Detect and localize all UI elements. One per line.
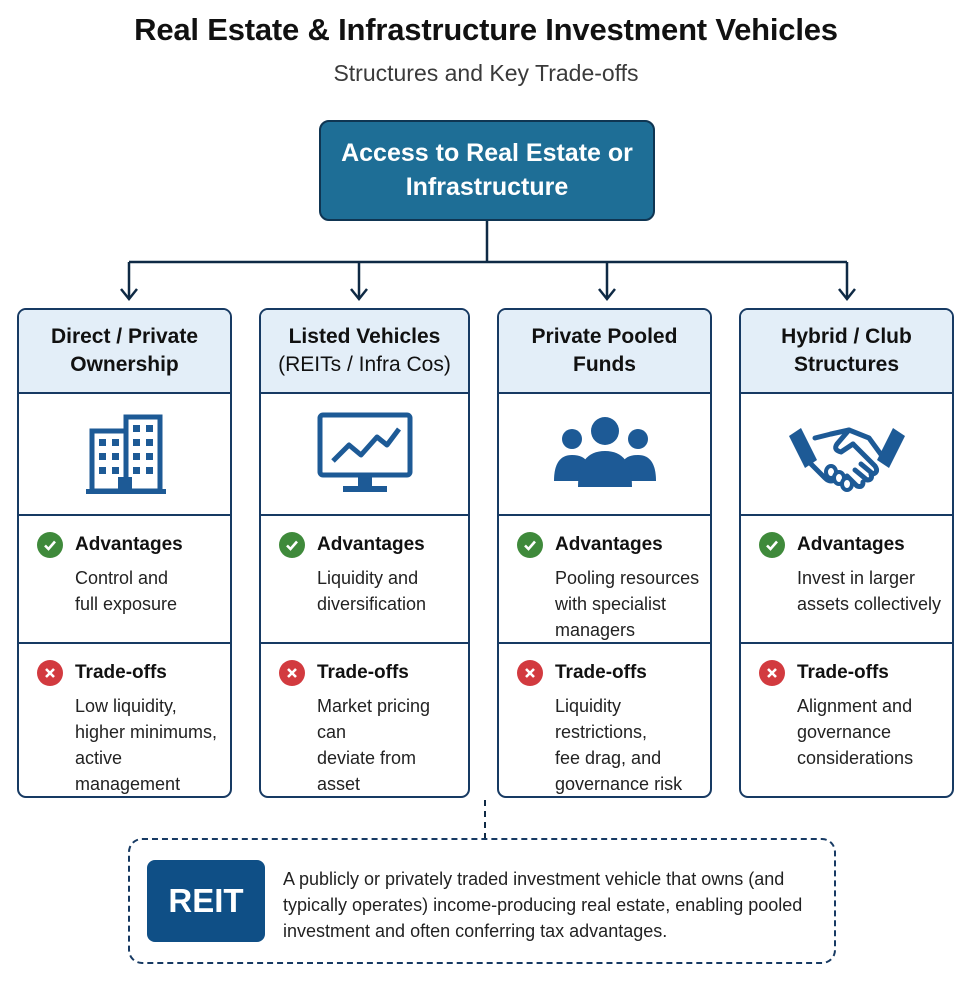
advantages-section: Advantages Control and full exposure [19, 516, 230, 644]
card-icon-zone [19, 394, 230, 516]
card-heading-text: Private Pooled Funds [531, 324, 678, 376]
advantages-text: Invest in larger assets collectively [797, 568, 942, 614]
advantages-text: Liquidity and diversification [317, 568, 427, 614]
definition-term: REIT [147, 860, 265, 942]
card-private-pooled-funds: Private Pooled Funds Advantages Pooling … [497, 308, 712, 798]
card-heading: Hybrid / Club Structures [741, 310, 952, 394]
cross-icon [517, 660, 543, 686]
cross-icon [37, 660, 63, 686]
definition-text: A publicly or privately traded investmen… [283, 869, 803, 941]
check-icon [37, 532, 63, 558]
stock-chart-monitor-icon [317, 412, 412, 492]
tradeoffs-label: Trade-offs [555, 662, 647, 683]
advantages-text: Control and full exposure [75, 568, 178, 614]
tradeoffs-text: Market pricing can deviate from asset va… [317, 696, 431, 794]
tradeoffs-text: Liquidity restrictions, fee drag, and go… [555, 696, 683, 794]
cross-icon [759, 660, 785, 686]
tradeoffs-text: Low liquidity, higher minimums, active m… [75, 696, 218, 794]
people-group-icon [553, 417, 656, 487]
check-icon [517, 532, 543, 558]
tradeoffs-label: Trade-offs [797, 662, 889, 683]
card-heading-text: Listed Vehicles [288, 324, 441, 348]
check-icon [759, 532, 785, 558]
tradeoffs-section: Trade-offs Liquidity restrictions, fee d… [499, 644, 710, 796]
advantages-section: Advantages Liquidity and diversification [261, 516, 468, 644]
advantages-section: Advantages Pooling resources with specia… [499, 516, 710, 644]
card-direct-ownership: Direct / Private Ownership [17, 308, 232, 798]
tradeoffs-section: Trade-offs Alignment and governance cons… [741, 644, 952, 771]
card-icon-zone [499, 394, 710, 516]
advantages-section: Advantages Invest in larger assets colle… [741, 516, 952, 644]
tradeoffs-label: Trade-offs [75, 662, 167, 683]
definition-box [128, 838, 836, 964]
card-hybrid-club: Hybrid / Club Structures [739, 308, 954, 798]
tradeoffs-section: Trade-offs Market pricing can deviate fr… [261, 644, 468, 796]
card-heading-text: Direct / Private Ownership [50, 324, 199, 376]
tradeoffs-label: Trade-offs [317, 662, 409, 683]
tradeoffs-section: Trade-offs Low liquidity, higher minimum… [19, 644, 230, 796]
card-heading-subtext: (REITs / Infra Cos) [278, 353, 451, 376]
advantages-text: Pooling resources with specialist manage… [555, 568, 700, 640]
card-icon-zone [261, 394, 468, 516]
check-icon [279, 532, 305, 558]
cross-icon [279, 660, 305, 686]
office-building-icon [85, 414, 166, 494]
card-listed-vehicles: Listed Vehicles (REITs / Infra Cos) Adva… [259, 308, 470, 798]
card-heading: Private Pooled Funds [499, 310, 710, 394]
card-heading: Direct / Private Ownership [19, 310, 230, 394]
handshake-icon [788, 427, 905, 492]
page-subtitle: Structures and Key Trade-offs [333, 60, 639, 86]
card-heading: Listed Vehicles (REITs / Infra Cos) [261, 310, 468, 394]
advantages-label: Advantages [797, 534, 905, 555]
card-icon-zone [741, 394, 952, 516]
advantages-label: Advantages [317, 534, 425, 555]
root-node: Access to Real Estate or Infrastructure [319, 120, 655, 221]
advantages-label: Advantages [555, 534, 663, 555]
tradeoffs-text: Alignment and governance considerations [797, 696, 914, 768]
page-title: Real Estate & Infrastructure Investment … [134, 12, 838, 47]
card-heading-text: Hybrid / Club Structures [781, 324, 912, 376]
advantages-label: Advantages [75, 534, 183, 555]
